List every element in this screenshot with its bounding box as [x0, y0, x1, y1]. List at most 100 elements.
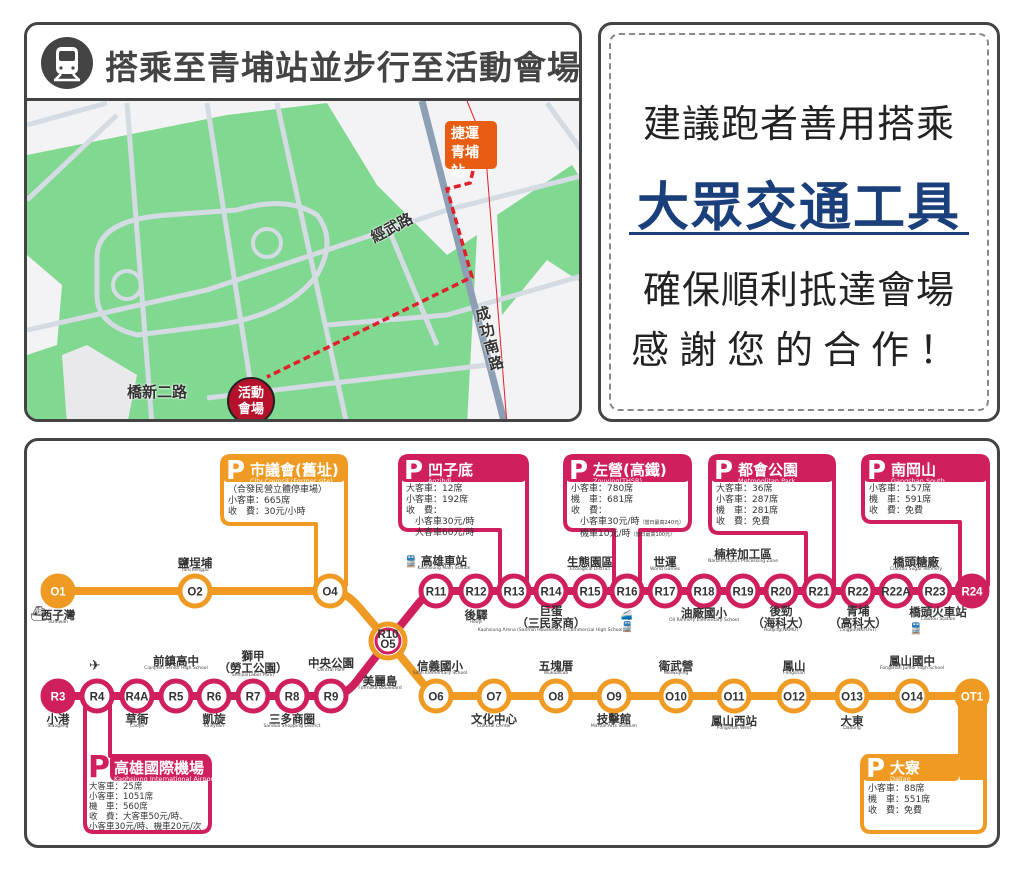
station-r14[interactable]: R14 — [533, 573, 569, 609]
station-circle — [177, 573, 213, 609]
station-r5[interactable]: R5 — [158, 678, 194, 714]
info-line: 小客車：287席 — [716, 495, 779, 505]
info-line: 大客車：36席 — [716, 484, 773, 494]
station-r21[interactable]: R21 — [801, 573, 837, 609]
station-o8[interactable]: O8 — [538, 678, 574, 714]
station-r9[interactable]: R9 — [313, 678, 349, 714]
station-r7[interactable]: R7 — [235, 678, 271, 714]
parking-name-en: Gangshan South — [891, 477, 945, 485]
station-r16[interactable]: R16 — [609, 573, 645, 609]
station-name-en: Ciaotou Station — [920, 617, 956, 623]
station-code: OT1 — [961, 692, 984, 704]
station-code: R20 — [770, 587, 791, 599]
info-line: 機 車：551席 — [868, 795, 931, 805]
station-r17[interactable]: R17 — [647, 573, 683, 609]
message-panel: 建議跑者善用搭乘 大眾交通工具 確保順利抵達會場 感謝您的合作！ — [598, 22, 1000, 422]
station-code: O14 — [901, 692, 923, 704]
station-label-cingpu: 青埔（高科大）Cingpu(NKFUST) — [829, 605, 887, 634]
info-line: 機 車：560席 — [89, 802, 148, 812]
station-circle-inner — [374, 627, 402, 655]
station-r24[interactable]: R24 — [954, 573, 990, 609]
station-o13[interactable]: O13 — [834, 678, 870, 714]
station-o4[interactable]: O4 — [312, 573, 348, 609]
station-o10[interactable]: O10 — [658, 678, 694, 714]
station-r22a[interactable]: R22A — [878, 573, 914, 609]
station-name-zh: 獅甲 — [241, 649, 265, 663]
station-circle — [647, 573, 683, 609]
station-circle — [40, 573, 76, 609]
info-line: 小客車30元/時、機車20元/次 — [89, 822, 202, 832]
station-label-shihjia: 獅甲（勞工公園）Shihjia(Labor Park) — [219, 650, 288, 679]
parking-name-en: Kaohsiung International Airport — [114, 775, 216, 783]
station-r8[interactable]: R8 — [274, 678, 310, 714]
station-r3[interactable]: R3 — [40, 678, 76, 714]
station-o9[interactable]: O9 — [596, 678, 632, 714]
station-r23[interactable]: R23 — [917, 573, 953, 609]
station-o6[interactable]: O6 — [418, 678, 454, 714]
station-r22[interactable]: R22 — [840, 573, 876, 609]
station-o11[interactable]: O11 — [716, 678, 752, 714]
station-circle — [79, 678, 115, 714]
station-o14[interactable]: O14 — [894, 678, 930, 714]
station-name-en: Fongshan — [783, 671, 805, 677]
station-code: R10 — [377, 629, 398, 641]
station-o7[interactable]: O7 — [476, 678, 512, 714]
station-code: R23 — [924, 587, 945, 599]
info-line: 收 費：免費 — [869, 506, 924, 516]
info-line: 小客車：157席 — [869, 484, 932, 494]
station-name-zh: 西子灣 — [40, 608, 76, 622]
station-code: R19 — [732, 587, 753, 599]
station-circle — [538, 678, 574, 714]
station-r20[interactable]: R20 — [763, 573, 799, 609]
station-code: O11 — [723, 692, 745, 704]
station-r4a[interactable]: R4A — [119, 678, 155, 714]
station-r6[interactable]: R6 — [196, 678, 232, 714]
parking-info-gangshan: 小客車：157席機 車：591席收 費：免費 — [869, 484, 931, 517]
station-name-zh-sub: （海科大） — [752, 616, 810, 631]
station-r13[interactable]: R13 — [496, 573, 532, 609]
station-circle — [196, 678, 232, 714]
station-name-en: Caoya — [129, 724, 145, 730]
station-o12[interactable]: O12 — [776, 678, 812, 714]
station-o2[interactable]: O2 — [177, 573, 213, 609]
station-r11[interactable]: R11 — [418, 573, 454, 609]
info-line: 小客車：665席 — [228, 496, 291, 506]
station-name-en: Houyi — [469, 620, 483, 626]
station-name-zh: 橋頭糖廠 — [893, 555, 939, 569]
station-code: O7 — [486, 692, 501, 704]
station-name-zh: 生態園區 — [567, 555, 613, 569]
station-r19[interactable]: R19 — [725, 573, 761, 609]
station-r15[interactable]: R15 — [572, 573, 608, 609]
station-r12[interactable]: R12 — [458, 573, 494, 609]
station-circle — [119, 678, 155, 714]
station-r18[interactable]: R18 — [686, 573, 722, 609]
station-code: O9 — [606, 692, 621, 704]
station-circle — [658, 678, 694, 714]
station-name-zh: 鹽埕埔 — [177, 556, 213, 570]
station-code: R4A — [125, 692, 148, 704]
route-map — [27, 100, 579, 419]
station-ot1[interactable]: OT1 — [954, 678, 990, 714]
station-code: R12 — [465, 587, 486, 599]
station-circle — [313, 678, 349, 714]
station-code: O4 — [322, 587, 338, 599]
parking-name-en: Aozihdi — [428, 477, 452, 485]
station-r4[interactable]: R4 — [79, 678, 115, 714]
parking-info-zouying: 小客車：780席機 車：681席收 費： 小客車30元/時（當日最高240元） … — [571, 484, 684, 541]
station-name-en: Ciaotou Sugar Refinery — [890, 567, 942, 573]
station-name-en: Oil Refinery Elementary School — [669, 618, 739, 624]
station-circle — [716, 678, 752, 714]
station-o1[interactable]: O1 — [40, 573, 76, 609]
station-name-zh-sub: （高科大） — [829, 616, 887, 631]
info-line: 機 車：591席 — [869, 495, 932, 505]
